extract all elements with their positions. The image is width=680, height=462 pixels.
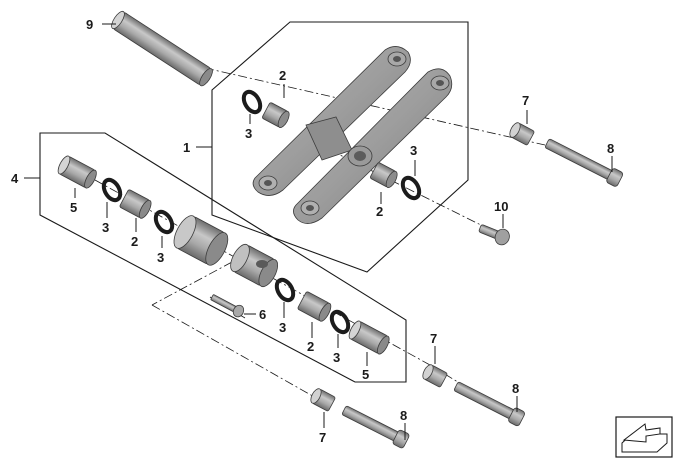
- callout-1: 1: [183, 140, 190, 155]
- sleeve-part-7: [509, 122, 535, 146]
- callout-3: 3: [410, 143, 417, 158]
- callout-4: 4: [11, 171, 19, 186]
- callout-8: 8: [512, 381, 519, 396]
- callout-7: 7: [319, 430, 326, 445]
- folder-arrow-icon: [615, 416, 673, 458]
- callout-7: 7: [522, 93, 529, 108]
- sleeve-part-5: [57, 155, 97, 189]
- bolt-part-8: [342, 405, 410, 449]
- callout-2: 2: [307, 339, 314, 354]
- ring-part-3: [241, 89, 263, 115]
- callout-3: 3: [279, 320, 286, 335]
- sleeve-part-7: [422, 364, 448, 388]
- screw-part-10: [478, 224, 510, 246]
- callout-5: 5: [70, 200, 77, 215]
- axis-line: [151, 304, 326, 404]
- axis-line: [204, 67, 546, 146]
- axis-line: [151, 261, 233, 306]
- ring-part-3: [400, 175, 422, 201]
- bushing-part-2: [370, 162, 398, 188]
- bushing-part-2: [262, 102, 290, 128]
- group-frame-bushing-set: [39, 132, 407, 383]
- ring-part-3: [274, 277, 296, 303]
- bolt-part-8: [545, 138, 624, 187]
- callout-8: 8: [607, 141, 614, 156]
- callout-7: 7: [430, 331, 437, 346]
- callout-3: 3: [102, 220, 109, 235]
- callout-2: 2: [376, 204, 383, 219]
- ring-part-3: [153, 209, 175, 235]
- callout-2: 2: [279, 68, 286, 83]
- bushing-part-2: [119, 189, 152, 219]
- callout-3: 3: [157, 250, 164, 265]
- bolt-part-8: [454, 381, 525, 427]
- sleeve-part-7: [310, 388, 336, 412]
- sleeve-part-9: [111, 10, 213, 87]
- callout-6: 6: [259, 307, 266, 322]
- callout-5: 5: [362, 367, 369, 382]
- callout-8: 8: [400, 408, 407, 423]
- ring-part-3: [329, 309, 351, 335]
- link-arm-part-1: [252, 46, 453, 224]
- pivot-housing: [173, 215, 279, 288]
- callout-3: 3: [333, 350, 340, 365]
- callout-2: 2: [131, 234, 138, 249]
- callout-3: 3: [245, 126, 252, 141]
- callout-10: 10: [494, 199, 508, 214]
- ring-part-3: [101, 177, 123, 203]
- screw-part-6: [210, 294, 245, 318]
- bushing-part-2: [297, 291, 332, 322]
- group-frame-link: [211, 21, 469, 273]
- sleeve-part-5: [348, 320, 390, 355]
- callout-9: 9: [86, 17, 93, 32]
